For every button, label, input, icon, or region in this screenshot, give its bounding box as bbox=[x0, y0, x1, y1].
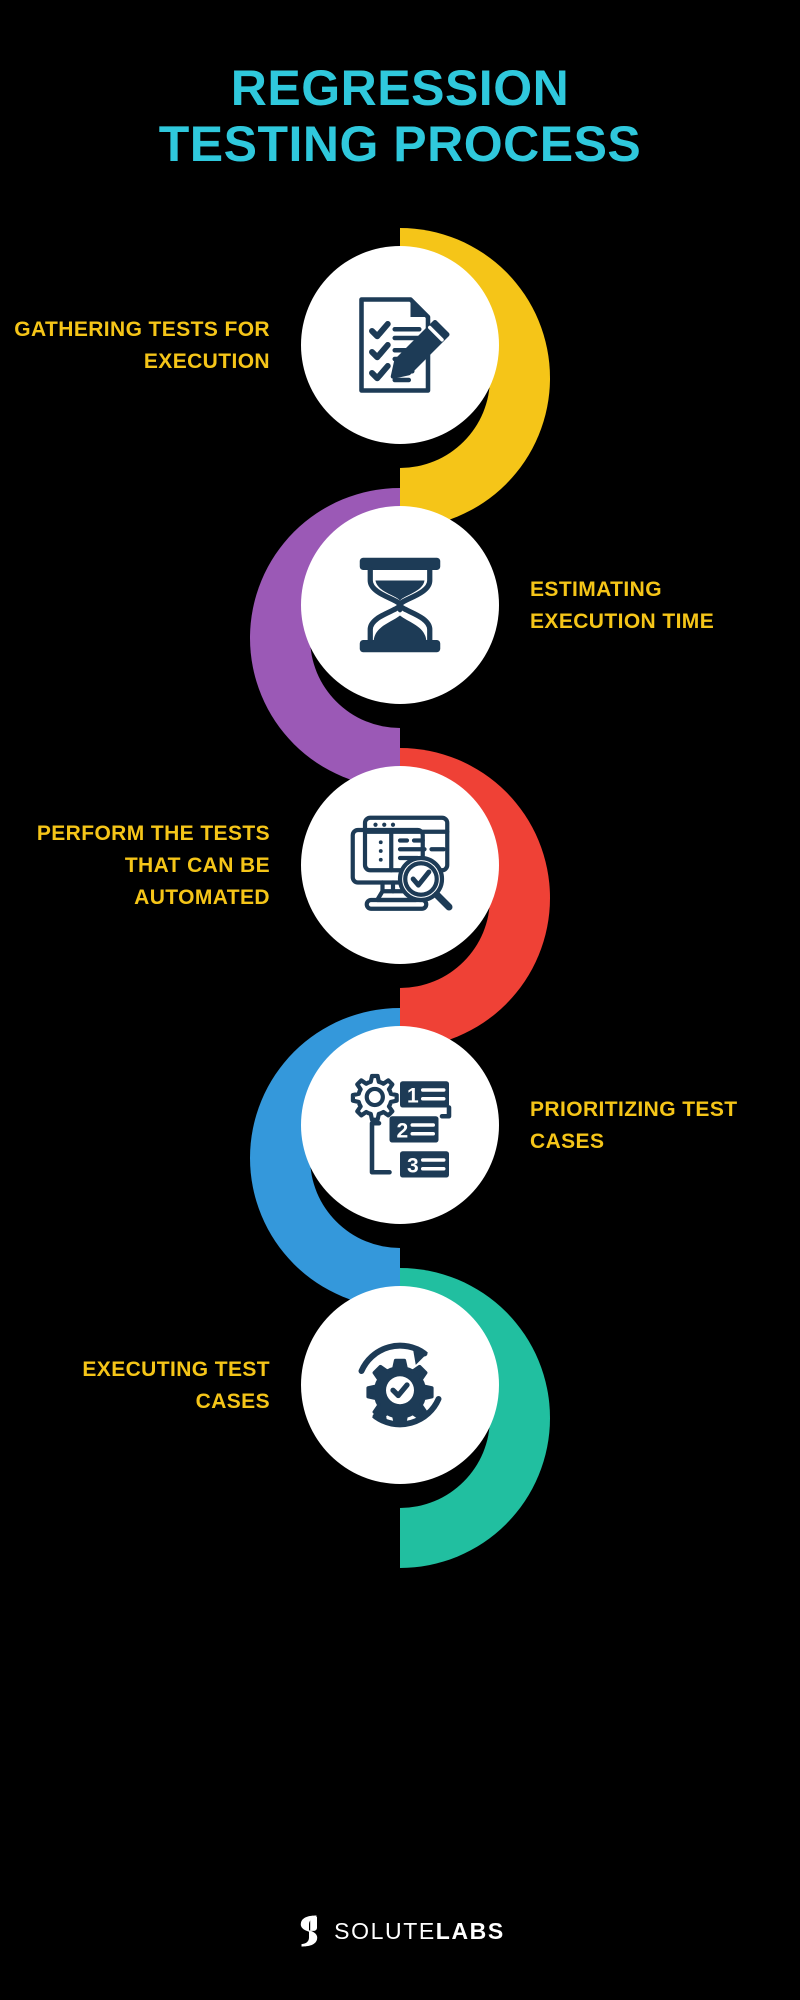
step-4-label: PRIORITIZING TEST CASES bbox=[530, 1098, 738, 1153]
logo-wordmark: SOLUTELABS bbox=[334, 1918, 505, 1945]
logo-text-solute: SOLUTE bbox=[334, 1917, 436, 1944]
svg-text:3: 3 bbox=[407, 1154, 419, 1177]
step-5-label: EXECUTING TEST CASES bbox=[82, 1358, 270, 1413]
title-line-1: REGRESSION bbox=[230, 60, 570, 116]
monitor-magnifier-check-icon bbox=[344, 809, 456, 921]
title-line-2: TESTING PROCESS bbox=[158, 116, 642, 172]
step-5-label-wrap: EXECUTING TEST CASES bbox=[10, 1268, 270, 1504]
step-3-icon-disc bbox=[301, 766, 499, 964]
process-step-5: EXECUTING TEST CASES bbox=[0, 1268, 800, 1568]
step-4-label-wrap: PRIORITIZING TEST CASES bbox=[530, 1008, 790, 1244]
svg-text:1: 1 bbox=[407, 1084, 419, 1107]
solutelabs-s-mark-icon bbox=[295, 1914, 323, 1948]
step-5-icon-disc bbox=[301, 1286, 499, 1484]
step-3-label: PERFORM THE TESTS THAT CAN BE AUTOMATED bbox=[36, 822, 270, 909]
footer-logo: SOLUTELABS bbox=[0, 1914, 800, 1948]
step-2-icon-disc bbox=[301, 506, 499, 704]
process-step-2: ESTIMATING EXECUTION TIME bbox=[0, 488, 800, 788]
svg-text:2: 2 bbox=[397, 1119, 409, 1142]
process-flow: GATHERING TESTS FOR EXECUTION ESTIMATIN bbox=[0, 228, 800, 1848]
step-1-label: GATHERING TESTS FOR EXECUTION bbox=[14, 318, 270, 373]
step-3-label-wrap: PERFORM THE TESTS THAT CAN BE AUTOMATED bbox=[10, 748, 270, 984]
gear-cycle-arrows-icon bbox=[344, 1329, 456, 1441]
step-4-icon-disc: 1 2 3 bbox=[301, 1026, 499, 1224]
step-2-label: ESTIMATING EXECUTION TIME bbox=[530, 578, 715, 633]
checklist-pen-icon bbox=[344, 289, 456, 401]
logo-text-labs: LABS bbox=[435, 1917, 505, 1944]
page-title: REGRESSION TESTING PROCESS bbox=[0, 60, 800, 172]
step-1-icon-disc bbox=[301, 246, 499, 444]
step-2-label-wrap: ESTIMATING EXECUTION TIME bbox=[530, 488, 790, 724]
hourglass-icon bbox=[344, 549, 456, 661]
process-step-1: GATHERING TESTS FOR EXECUTION bbox=[0, 228, 800, 528]
process-step-4: PRIORITIZING TEST CASES 1 2 3 bbox=[0, 1008, 800, 1308]
process-step-3: PERFORM THE TESTS THAT CAN BE AUTOMATED bbox=[0, 748, 800, 1048]
step-1-label-wrap: GATHERING TESTS FOR EXECUTION bbox=[10, 228, 270, 464]
gear-numbered-list-icon: 1 2 3 bbox=[344, 1069, 456, 1181]
